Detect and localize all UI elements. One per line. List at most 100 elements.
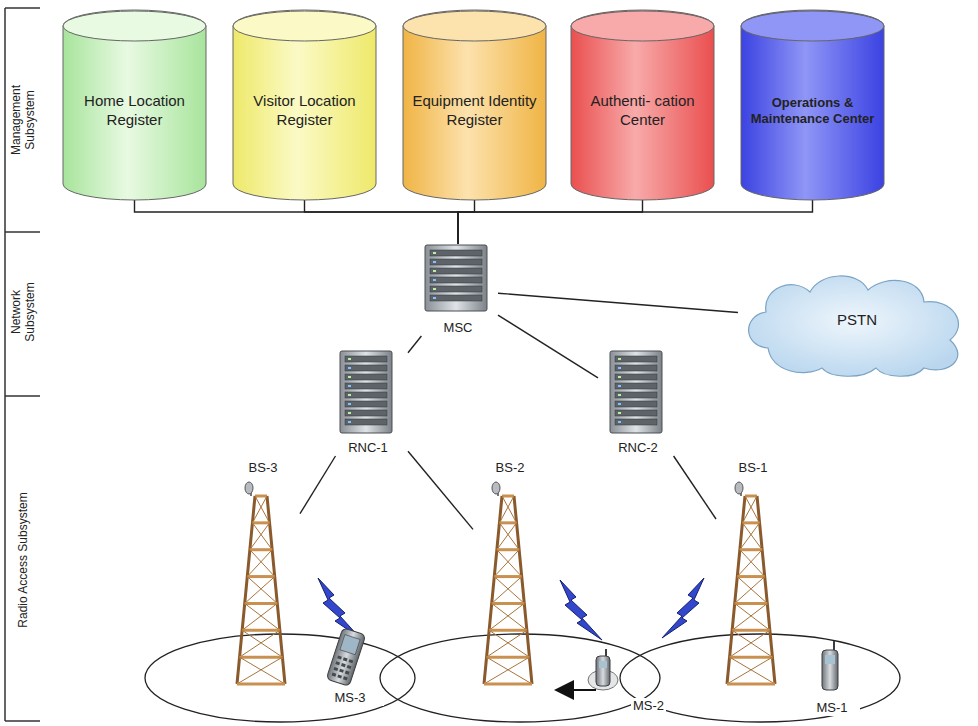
- phone-key: [349, 659, 354, 663]
- connector-line: [458, 200, 475, 244]
- rack-slot: [615, 356, 657, 362]
- bracket-line: [4, 8, 6, 721]
- connector-line: [674, 456, 716, 519]
- tower-band: [740, 548, 762, 551]
- rack-led: [348, 358, 351, 360]
- antenna-tower: [473, 482, 543, 688]
- node-label: MSC: [418, 320, 498, 336]
- tower-brace: [494, 550, 519, 577]
- rack-led: [618, 421, 621, 423]
- phone-key: [337, 655, 342, 659]
- radio-link-bolt: [662, 578, 704, 638]
- register-label: Operations & Maintenance Center: [750, 95, 875, 128]
- tower-brace: [489, 603, 524, 630]
- tower-brace: [250, 523, 270, 550]
- cylinder-top: [403, 11, 546, 41]
- rack-led: [618, 376, 621, 378]
- rack-slot: [615, 401, 657, 407]
- rack-led: [433, 252, 436, 254]
- tower-brace: [237, 657, 282, 684]
- subsystem-label: Network Subsystem: [10, 272, 38, 352]
- rack-body: [610, 351, 662, 433]
- cylinder-top: [741, 11, 884, 41]
- node-label: MS-2: [631, 698, 666, 714]
- connector-line: [458, 200, 643, 244]
- rack-led: [618, 367, 621, 369]
- rack-slot: [430, 286, 482, 292]
- phone-screen: [340, 635, 360, 655]
- tower-brace: [499, 496, 514, 523]
- cylinder-body: [233, 10, 376, 200]
- tower-band: [487, 656, 530, 659]
- tower-brace: [737, 550, 762, 577]
- tower-brace: [245, 603, 280, 630]
- tower-brace: [484, 657, 529, 684]
- rack-slot: [345, 365, 387, 371]
- rack-slot: [430, 277, 482, 283]
- connector-line: [498, 293, 738, 312]
- node-label: MS-3: [316, 690, 384, 706]
- tower-band: [735, 602, 768, 605]
- cell-ellipse: [380, 634, 660, 722]
- cylinder-top: [233, 11, 376, 41]
- register-label: Visitor Location Register: [242, 92, 367, 130]
- database-node: Equipment Identity Register: [402, 10, 547, 200]
- tower-brace: [247, 550, 272, 577]
- tower-brace: [255, 496, 270, 523]
- phone-key: [347, 665, 352, 669]
- handset-screen: [599, 661, 607, 668]
- tower-brace: [245, 577, 275, 604]
- antenna-dish: [492, 482, 500, 494]
- tower-band: [252, 521, 269, 524]
- rack-led: [348, 394, 351, 396]
- cylinder-top: [63, 11, 206, 41]
- rack-led: [433, 279, 436, 281]
- phone-key: [337, 674, 342, 678]
- tower-brace: [740, 523, 760, 550]
- tower-band: [732, 629, 770, 632]
- rack-slot: [430, 250, 482, 256]
- tower-band: [484, 683, 532, 686]
- equipment-node: MSC: [418, 244, 498, 336]
- bracket-tick: [5, 7, 40, 9]
- tower-brace: [502, 496, 517, 523]
- handset-body: [596, 656, 610, 686]
- phone-key: [333, 667, 338, 671]
- equipment-node: RNC-2: [598, 350, 678, 456]
- rack-led: [618, 394, 621, 396]
- node-label: RNC-2: [598, 440, 678, 456]
- tower-brace: [492, 603, 527, 630]
- equipment-node: BS-2: [473, 460, 547, 688]
- tower-band: [240, 656, 283, 659]
- tower-band: [494, 575, 521, 578]
- antenna-tower: [716, 482, 786, 688]
- tower-brace: [735, 603, 770, 630]
- tower-band: [255, 495, 267, 498]
- connector-line: [408, 336, 421, 353]
- rack-led: [348, 376, 351, 378]
- rack-led: [348, 367, 351, 369]
- rack-slot: [345, 410, 387, 416]
- rack-led: [348, 385, 351, 387]
- tower-band: [489, 629, 527, 632]
- rack-body: [340, 351, 392, 433]
- phone-key: [335, 661, 340, 665]
- tower-brace: [727, 657, 772, 684]
- database-node: Operations & Maintenance Center: [740, 10, 885, 200]
- node-label: BS-2: [473, 460, 547, 476]
- rack-slot: [430, 295, 482, 301]
- phone-key: [341, 663, 346, 667]
- tower-band: [242, 629, 280, 632]
- tower-brace: [497, 550, 522, 577]
- tower-brace: [252, 523, 272, 550]
- node-label: RNC-1: [328, 440, 408, 456]
- flip-phone: [324, 626, 368, 688]
- rack-slot: [345, 419, 387, 425]
- equipment-node: BS-1: [716, 460, 790, 688]
- tower-brace: [499, 523, 519, 550]
- tower-brace: [492, 577, 522, 604]
- rack-slot: [615, 392, 657, 398]
- equipment-node: MS-1: [804, 640, 860, 716]
- cell-ellipse: [620, 634, 900, 722]
